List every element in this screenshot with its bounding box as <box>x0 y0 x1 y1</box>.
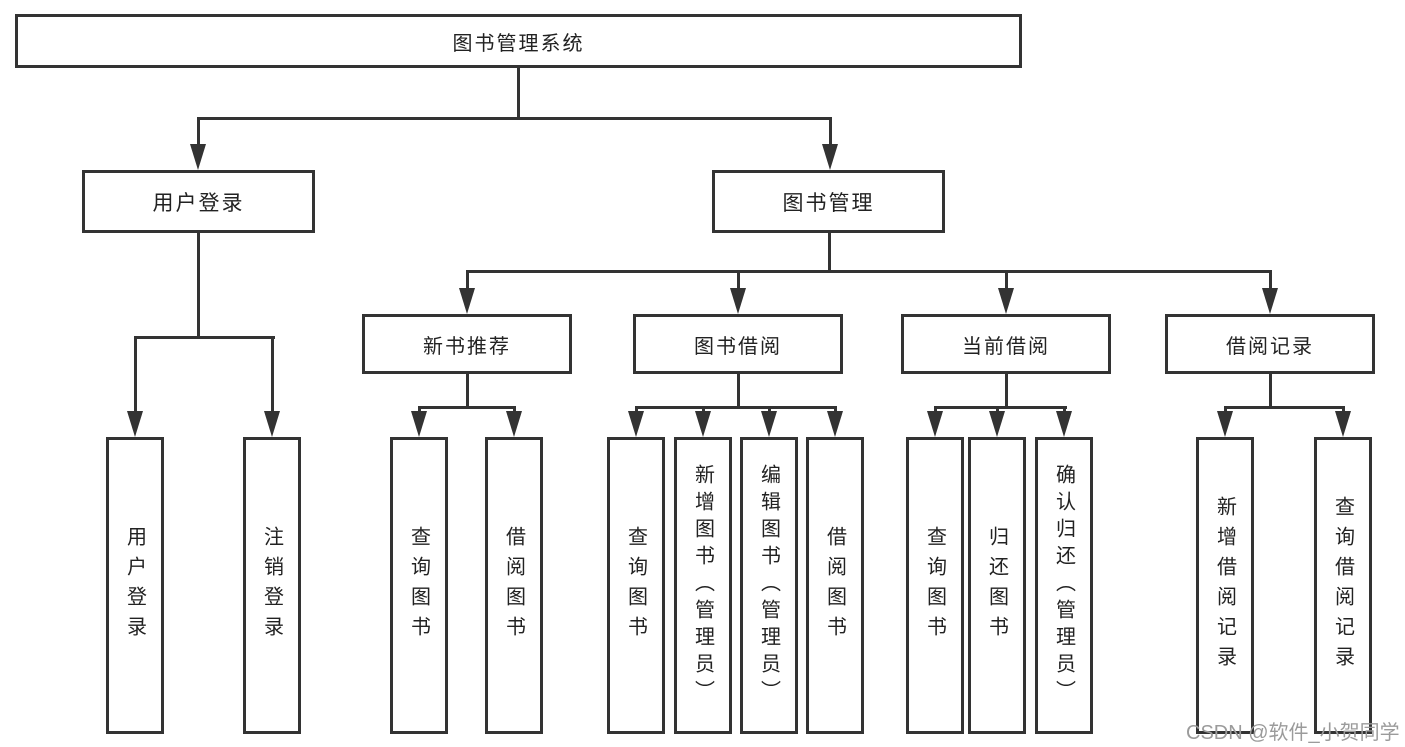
node-label: 编辑图书（管理员） <box>757 464 780 707</box>
arrowhead-icon <box>1217 411 1233 437</box>
node-leaf-query-book-borrow: 查询图书 <box>607 437 665 734</box>
connector-stem-book-borrow <box>736 270 740 290</box>
arrowhead-icon <box>411 411 427 437</box>
arrowhead-icon <box>264 411 280 437</box>
arrowhead-icon <box>628 411 644 437</box>
node-label: 借阅图书 <box>823 525 846 646</box>
node-label: 借阅图书 <box>502 525 525 646</box>
arrowhead-icon <box>730 288 746 314</box>
node-leaf-add-book-admin: 新增图书（管理员） <box>674 437 732 734</box>
node-leaf-user-login: 用户登录 <box>106 437 164 734</box>
node-book-management: 图书管理 <box>712 170 945 233</box>
node-leaf-add-borrow-record: 新增借阅记录 <box>1196 437 1254 734</box>
node-book-borrowing: 图书借阅 <box>633 314 843 374</box>
connector-user-login-bar <box>133 336 275 339</box>
node-new-book-recommend: 新书推荐 <box>362 314 572 374</box>
node-label: 用户登录 <box>152 191 245 215</box>
csdn-watermark: CSDN @软件_小贺同学 <box>1186 722 1400 744</box>
arrowhead-icon <box>190 144 206 170</box>
connector-current-borrow-trunk <box>1004 373 1008 408</box>
connector-stem-new-book <box>465 270 469 290</box>
node-leaf-return-book: 归还图书 <box>968 437 1026 734</box>
connector-stem-book-mgmt <box>828 117 832 147</box>
arrowhead-icon <box>822 144 838 170</box>
node-current-borrowing: 当前借阅 <box>901 314 1111 374</box>
node-leaf-query-borrow-record: 查询借阅记录 <box>1314 437 1372 734</box>
connector-user-login-trunk <box>196 232 200 338</box>
arrowhead-icon <box>998 288 1014 314</box>
arrowhead-icon <box>1262 288 1278 314</box>
node-borrowing-records: 借阅记录 <box>1165 314 1375 374</box>
node-label: 查询图书 <box>624 525 647 646</box>
node-label: 借阅记录 <box>1226 335 1314 358</box>
connector-root-trunk <box>516 67 520 118</box>
arrowhead-icon <box>127 411 143 437</box>
arrowhead-icon <box>827 411 843 437</box>
connector-stem <box>767 406 771 415</box>
connector-stem-current-borrow <box>1004 270 1008 290</box>
connector-book-borrow-bar <box>634 406 837 409</box>
connector-stem <box>833 406 837 415</box>
node-label: 新增借阅记录 <box>1213 495 1236 676</box>
arrowhead-icon <box>695 411 711 437</box>
connector-stem <box>512 406 516 415</box>
connector-stem <box>701 406 705 415</box>
node-leaf-edit-book-admin: 编辑图书（管理员） <box>740 437 798 734</box>
node-leaf-borrow-book: 借阅图书 <box>806 437 864 734</box>
arrowhead-icon <box>1056 411 1072 437</box>
node-label: 确认归还（管理员） <box>1052 464 1075 707</box>
node-label: 查询借阅记录 <box>1331 495 1354 676</box>
arrowhead-icon <box>506 411 522 437</box>
node-label: 查询图书 <box>923 525 946 646</box>
node-leaf-query-book-current: 查询图书 <box>906 437 964 734</box>
connector-stem <box>995 406 999 415</box>
arrowhead-icon <box>927 411 943 437</box>
arrowhead-icon <box>459 288 475 314</box>
connector-stem <box>1341 406 1345 415</box>
node-leaf-borrow-book-recommend: 借阅图书 <box>485 437 543 734</box>
connector-borrow-records-bar <box>1223 406 1345 409</box>
node-label: 用户登录 <box>123 525 146 646</box>
connector-stem <box>1062 406 1066 415</box>
node-label: 图书管理系统 <box>452 32 585 55</box>
connector-stem <box>417 406 421 415</box>
node-label: 新增图书（管理员） <box>691 464 714 707</box>
connector-book-mgmt-bar <box>465 270 1272 273</box>
node-label: 注销登录 <box>260 525 283 646</box>
node-label: 当前借阅 <box>962 335 1050 358</box>
node-leaf-query-book-recommend: 查询图书 <box>390 437 448 734</box>
connector-stem <box>1223 406 1227 415</box>
connector-new-book-trunk <box>465 373 469 408</box>
connector-stem-leaf-logout <box>270 336 274 414</box>
connector-new-book-bar <box>417 406 516 409</box>
connector-stem-borrow-records <box>1268 270 1272 290</box>
arrowhead-icon <box>989 411 1005 437</box>
node-label: 查询图书 <box>407 525 430 646</box>
node-leaf-confirm-return-admin: 确认归还（管理员） <box>1035 437 1093 734</box>
node-user-login: 用户登录 <box>82 170 315 233</box>
arrowhead-icon <box>1335 411 1351 437</box>
node-label: 新书推荐 <box>423 335 511 358</box>
connector-book-mgmt-trunk <box>827 232 831 273</box>
node-root-library-system: 图书管理系统 <box>15 14 1022 68</box>
arrowhead-icon <box>761 411 777 437</box>
node-label: 归还图书 <box>985 525 1008 646</box>
connector-current-borrow-bar <box>933 406 1067 409</box>
node-label: 图书借阅 <box>694 335 782 358</box>
connector-root-bar <box>196 117 832 120</box>
connector-stem <box>634 406 638 415</box>
node-leaf-logout: 注销登录 <box>243 437 301 734</box>
connector-stem-leaf-login <box>133 336 137 414</box>
connector-stem <box>933 406 937 415</box>
connector-borrow-records-trunk <box>1268 373 1272 408</box>
node-label: 图书管理 <box>782 191 875 215</box>
connector-stem-user-login <box>196 117 200 147</box>
connector-book-borrow-trunk <box>736 373 740 408</box>
